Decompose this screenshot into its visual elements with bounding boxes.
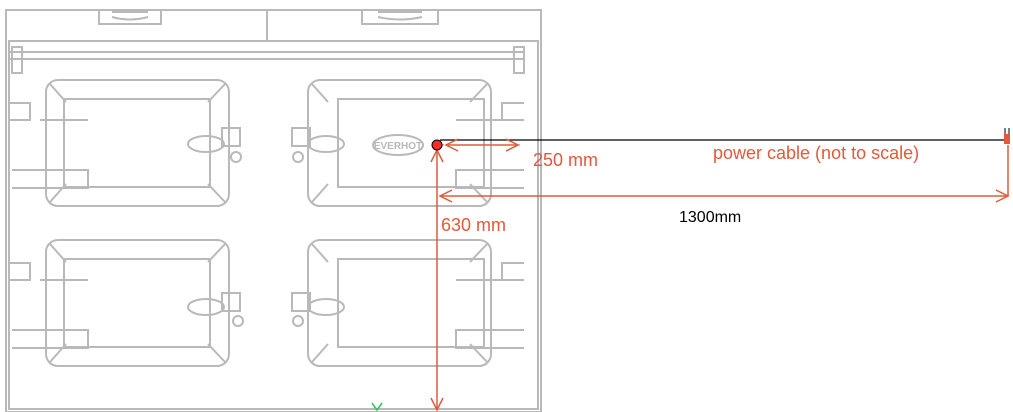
rail-end-right	[513, 46, 525, 74]
hinge-bottom-right-lower	[455, 329, 524, 349]
offset-arrow-right	[505, 138, 520, 152]
corner-tick-top-right-3	[311, 183, 329, 203]
corner-tick-top-right-4	[469, 183, 488, 203]
corner-tick-bottom-left-3	[49, 343, 67, 363]
corner-tick-bottom-left-1	[49, 243, 67, 263]
door-catch-top-left	[221, 127, 241, 147]
dimension-labels: 250 mm power cable (not to scale) 630 mm…	[441, 143, 919, 235]
door-top-left	[45, 79, 230, 207]
corner-tick-top-right-1	[311, 83, 329, 103]
door-handle-bottom-right	[307, 298, 345, 316]
stove-outline	[5, 9, 542, 412]
vertical-arrow-bottom	[430, 397, 444, 412]
door-catch-bottom-left	[221, 292, 241, 312]
door-knob-bottom-left	[232, 315, 244, 327]
stove-inner-outline	[8, 40, 539, 410]
hinge-bottom-left-upper	[10, 262, 31, 281]
label-630mm: 630 mm	[441, 215, 506, 235]
corner-tick-bottom-right-4	[469, 343, 488, 363]
door-bottom-right	[307, 239, 492, 367]
brand-badge: EVERHOT	[372, 134, 424, 156]
hinge-top-left-upper	[10, 102, 31, 121]
brand-badge-oval	[372, 134, 424, 156]
hinge-bottom-left-lower	[12, 329, 89, 349]
corner-tick-top-right-2	[469, 83, 488, 103]
marker-chevron-icon	[371, 402, 383, 412]
label-1300mm: 1300mm	[679, 209, 741, 226]
cable-length-arrow-left	[438, 189, 453, 203]
corner-tick-top-left-2	[207, 83, 226, 103]
dimension-lines	[371, 128, 1010, 412]
corner-tick-top-left-1	[49, 83, 67, 103]
door-top-right-panel	[337, 98, 485, 188]
door-knob-top-left	[230, 151, 242, 163]
offset-arrow-left	[444, 138, 459, 152]
oven-doors	[10, 79, 524, 367]
door-top-left-panel	[63, 98, 211, 188]
corner-tick-bottom-left-2	[207, 243, 226, 263]
door-knob-bottom-right	[292, 315, 304, 327]
stove-body	[5, 9, 542, 412]
corner-tick-bottom-right-3	[311, 343, 329, 363]
corner-tick-bottom-right-1	[311, 243, 329, 263]
top-handle-right-curve	[377, 16, 423, 21]
door-catch-top-right	[291, 127, 311, 147]
top-handle-left-curve	[111, 16, 149, 21]
door-knob-top-right	[292, 151, 304, 163]
hinge-bottom-right-upper	[501, 262, 524, 281]
corner-tick-bottom-left-4	[207, 343, 226, 363]
label-250mm: 250 mm	[533, 150, 598, 170]
door-bottom-left-panel	[63, 258, 211, 348]
rail-end-left	[11, 46, 23, 74]
label-power-cable: power cable (not to scale)	[713, 143, 919, 163]
door-catch-bottom-right	[291, 292, 311, 312]
brand-logo-text: EVERHOT	[374, 141, 422, 152]
corner-tick-bottom-right-2	[469, 243, 488, 263]
door-handle-bottom-left	[187, 298, 225, 316]
top-handles	[98, 9, 439, 40]
door-handle-top-right	[307, 135, 345, 153]
hinge-top-right-lower	[455, 169, 524, 189]
connection-point	[431, 139, 443, 151]
corner-tick-top-left-3	[49, 183, 67, 203]
power-cable-plug	[1004, 134, 1010, 144]
door-bottom-left	[45, 239, 230, 367]
door-bottom-right-panel	[337, 258, 485, 348]
corner-tick-top-left-4	[207, 183, 226, 203]
hinge-top-left-lower	[12, 169, 89, 189]
hinge-top-right-upper	[501, 102, 524, 121]
door-handle-top-left	[187, 135, 225, 153]
